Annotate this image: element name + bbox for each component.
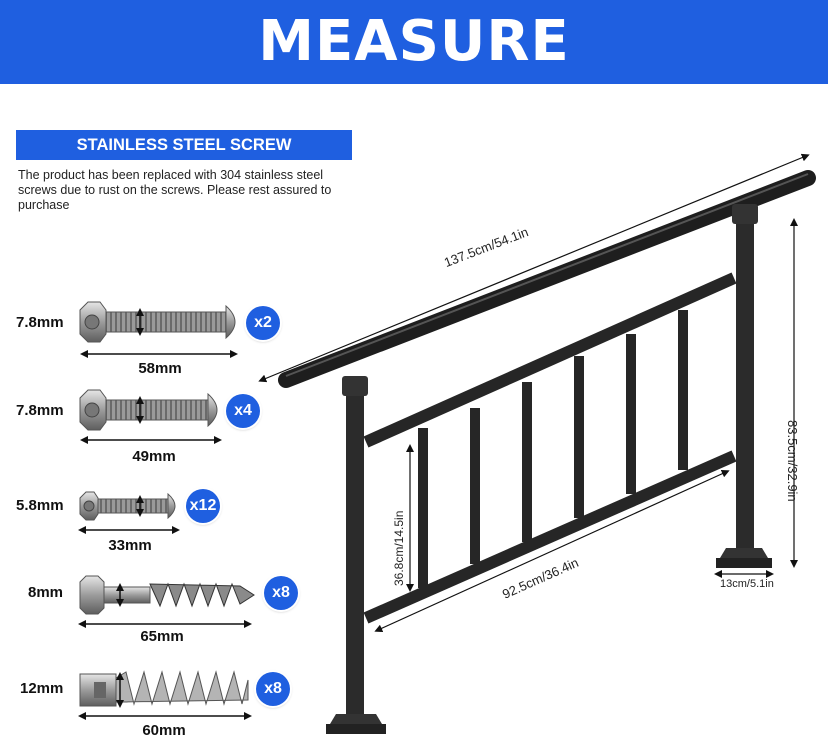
lag-screw-length: 65mm	[140, 628, 184, 645]
anchor-qty-badge: x8	[256, 672, 290, 706]
left-post	[326, 376, 386, 734]
page-title: MEASURE	[258, 9, 570, 74]
anchor-diameter: 12mm	[20, 680, 64, 697]
bolt3-qty-badge: x12	[186, 489, 220, 523]
bolt-58mm-icon	[79, 301, 238, 358]
bolt1-length: 58mm	[138, 360, 182, 377]
wall-anchor-icon	[78, 670, 252, 720]
accessories-heading: STAINLESS STEEL SCREW ACCESSORIES	[76, 136, 292, 184]
lag-screw-qty-badge: x8	[264, 576, 298, 610]
bolt-49mm-icon	[79, 389, 222, 444]
height-label: 83.5cm/32.9in	[785, 420, 800, 502]
bolt3-diameter: 5.8mm	[16, 497, 64, 514]
bolt2-length: 49mm	[132, 448, 176, 465]
panel-length-dimension-line	[374, 470, 730, 632]
right-post	[716, 204, 772, 568]
handrail-dimension-line	[258, 153, 810, 383]
bolt2-qty-badge: x4	[226, 394, 260, 428]
bolt1-diameter: 7.8mm	[16, 314, 64, 331]
header-banner: MEASURE	[0, 0, 828, 84]
anchor-length: 60mm	[142, 722, 186, 739]
lag-screw-icon	[78, 575, 255, 628]
balusters	[418, 310, 688, 588]
base-width-label: 13cm/5.1in	[720, 578, 774, 590]
panel-height-label: 36.8cm/14.5in	[392, 510, 406, 586]
bolt3-length: 33mm	[108, 537, 152, 554]
bolt-33mm-icon	[78, 491, 180, 534]
bolt2-diameter: 7.8mm	[16, 402, 64, 419]
lag-screw-diameter: 8mm	[28, 584, 64, 601]
accessories-note: The product has been replaced with 304 s…	[18, 168, 332, 212]
